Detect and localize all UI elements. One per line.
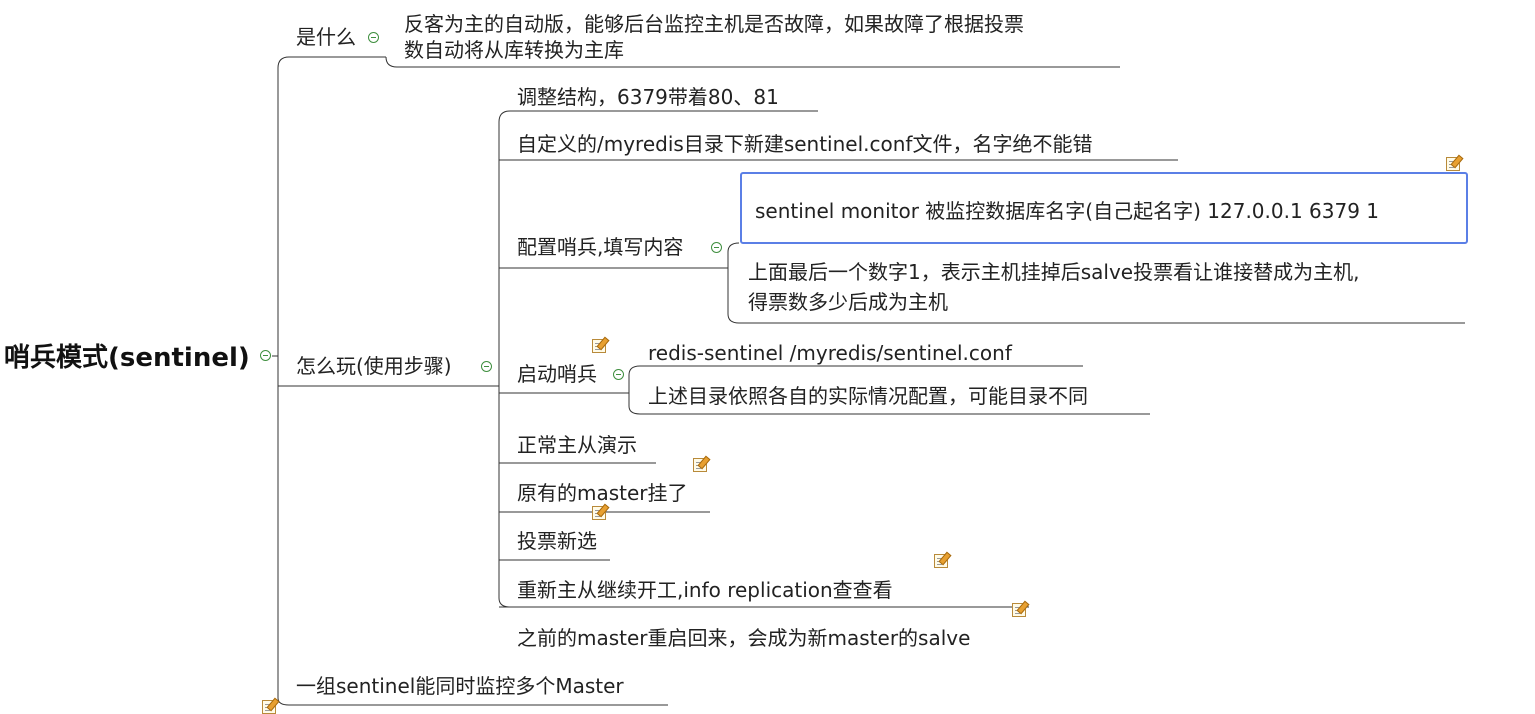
topic-group-monitor[interactable]: 一组sentinel能同时监控多个Master bbox=[296, 674, 624, 698]
step-demo[interactable]: 正常主从演示 bbox=[517, 433, 637, 457]
step-configure-sentinel[interactable]: 配置哨兵,填写内容 bbox=[517, 235, 684, 259]
collapse-icon[interactable] bbox=[368, 32, 379, 43]
collapse-icon[interactable] bbox=[613, 369, 624, 380]
topic-how[interactable]: 怎么玩(使用步骤) bbox=[296, 354, 452, 378]
config-note-line2[interactable]: 得票数多少后成为主机 bbox=[748, 290, 948, 314]
what-description-line1[interactable]: 反客为主的自动版，能够后台监控主机是否故障，如果故障了根据投票 bbox=[404, 12, 1024, 36]
config-line[interactable]: sentinel monitor 被监控数据库名字(自己起名字) 127.0.0… bbox=[755, 199, 1380, 223]
collapse-icon[interactable] bbox=[711, 242, 722, 253]
step-create-conf[interactable]: 自定义的/myredis目录下新建sentinel.conf文件，名字绝不能错 bbox=[517, 132, 1093, 156]
step-adjust-structure[interactable]: 调整结构，6379带着80、81 bbox=[517, 85, 779, 109]
note-icon[interactable] bbox=[592, 339, 606, 353]
config-note-line1[interactable]: 上面最后一个数字1，表示主机挂掉后salve投票看让谁接替成为主机, bbox=[748, 260, 1360, 284]
note-icon[interactable] bbox=[262, 700, 276, 714]
note-icon[interactable] bbox=[1012, 603, 1026, 617]
note-icon[interactable] bbox=[1446, 157, 1460, 171]
collapse-icon[interactable] bbox=[260, 350, 271, 361]
step-master-down[interactable]: 原有的master挂了 bbox=[517, 481, 688, 505]
topic-what[interactable]: 是什么 bbox=[296, 25, 356, 49]
root-topic[interactable]: 哨兵模式(sentinel) bbox=[4, 343, 250, 373]
step-start-sentinel[interactable]: 启动哨兵 bbox=[517, 362, 597, 386]
step-old-master-back[interactable]: 之前的master重启回来，会成为新master的salve bbox=[517, 626, 971, 650]
step-vote[interactable]: 投票新选 bbox=[517, 529, 597, 553]
collapse-icon[interactable] bbox=[481, 361, 492, 372]
note-icon[interactable] bbox=[592, 506, 606, 520]
selected-topic-box[interactable] bbox=[740, 172, 1468, 244]
note-icon[interactable] bbox=[934, 554, 948, 568]
start-command[interactable]: redis-sentinel /myredis/sentinel.conf bbox=[648, 341, 1012, 365]
start-note[interactable]: 上述目录依照各自的实际情况配置，可能目录不同 bbox=[648, 384, 1088, 408]
what-description-line2[interactable]: 数自动将从库转换为主库 bbox=[404, 38, 624, 62]
note-icon[interactable] bbox=[693, 458, 707, 472]
step-resume[interactable]: 重新主从继续开工,info replication查查看 bbox=[517, 578, 893, 602]
